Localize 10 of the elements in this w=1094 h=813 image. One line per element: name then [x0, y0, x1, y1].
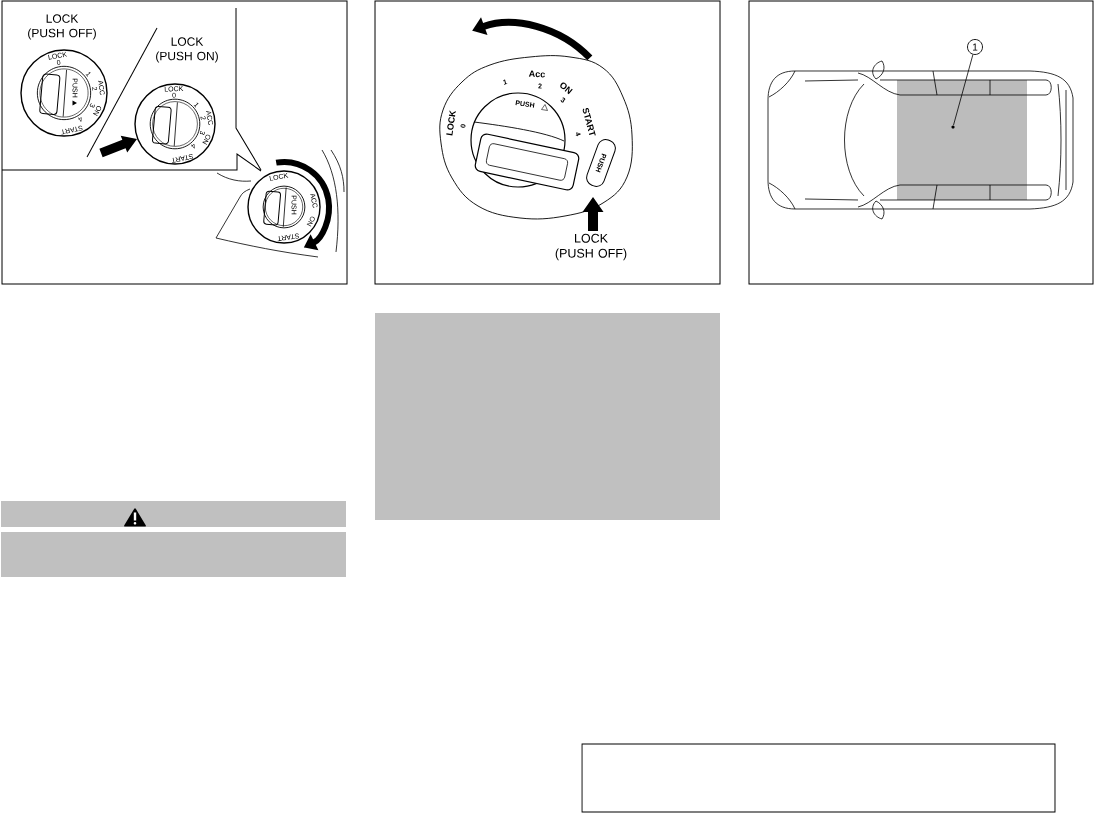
cargo-area [897, 80, 1027, 200]
position-label: ON [560, 82, 573, 95]
state-label: LOCK (PUSH OFF) [555, 233, 627, 261]
leader-line [953, 54, 974, 126]
state-label: LOCK (PUSH ON) [156, 37, 218, 63]
state-label: LOCK (PUSH OFF) [28, 14, 96, 40]
position-label: Acc [528, 70, 545, 78]
position-label: LOCK [446, 110, 456, 136]
callout-number: 1 [967, 39, 983, 55]
position-label: START [582, 107, 596, 136]
